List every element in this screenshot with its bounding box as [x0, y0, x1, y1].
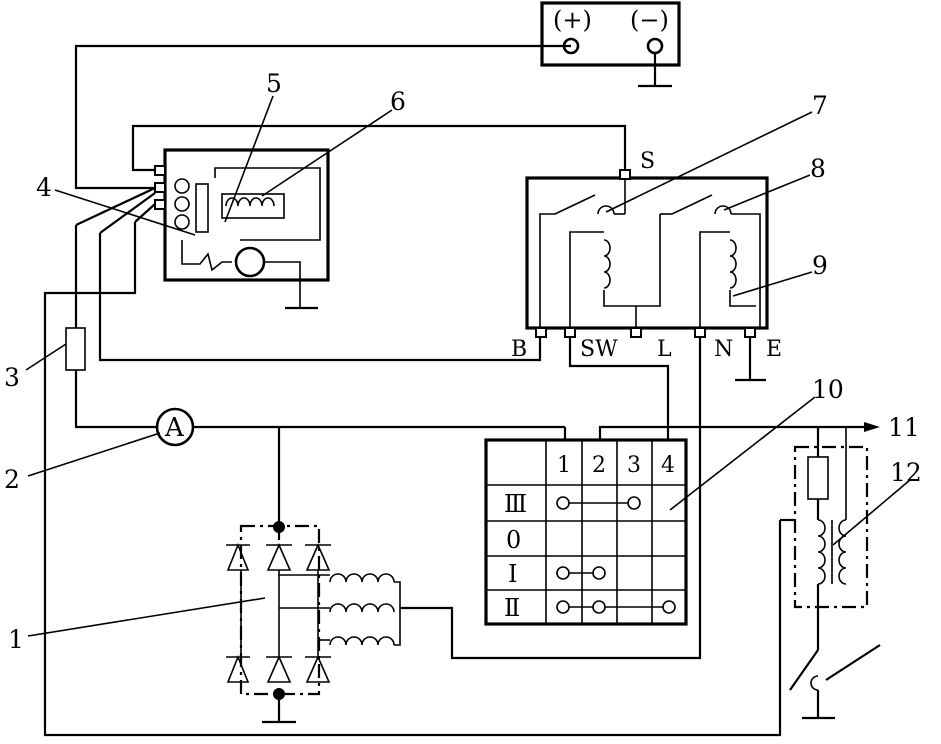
callout-9: 9	[812, 251, 828, 280]
switch-row-2: Ⅱ	[504, 594, 520, 622]
charge-relay: S B SW L N E	[511, 149, 782, 382]
callout-7: 7	[812, 91, 828, 120]
callout-3: 3	[4, 363, 20, 392]
switch-col-4: 4	[661, 453, 675, 478]
relay-pin-b: B	[511, 337, 527, 362]
switch-col-1: 1	[557, 453, 571, 478]
fuse	[65, 327, 86, 371]
callout-1: 1	[8, 625, 24, 654]
ammeter-label: A	[164, 413, 185, 443]
callout-8: 8	[810, 154, 826, 183]
switch-col-2: 2	[592, 453, 606, 478]
battery-plus-label: (+)	[553, 6, 592, 34]
callout-leaders	[25, 95, 911, 637]
callout-10: 10	[812, 375, 844, 404]
relay-pin-l: L	[657, 337, 672, 362]
callout-2: 2	[4, 465, 20, 494]
callout-5: 5	[266, 69, 282, 98]
switch-row-0: 0	[506, 526, 521, 554]
relay-pin-sw: SW	[580, 337, 618, 362]
switch-col-3: 3	[627, 453, 641, 478]
callout-6: 6	[390, 87, 406, 116]
relay-pin-e: E	[766, 337, 782, 362]
battery: (+) (−)	[540, 1, 681, 88]
voltage-regulator	[154, 148, 330, 310]
starter-relay	[780, 426, 881, 720]
callout-11: 11	[888, 413, 920, 442]
battery-minus-label: (−)	[630, 6, 669, 34]
alternator	[226, 521, 401, 724]
switch-row-1: Ⅰ	[508, 560, 517, 588]
ignition-switch-table: 1 2 3 4 Ⅲ 0 Ⅰ Ⅱ	[484, 438, 688, 626]
relay-pin-n: N	[714, 337, 733, 362]
switch-row-3: Ⅲ	[504, 490, 527, 518]
relay-pin-s: S	[640, 149, 655, 174]
callout-12: 12	[890, 458, 922, 487]
callout-4: 4	[36, 173, 52, 202]
